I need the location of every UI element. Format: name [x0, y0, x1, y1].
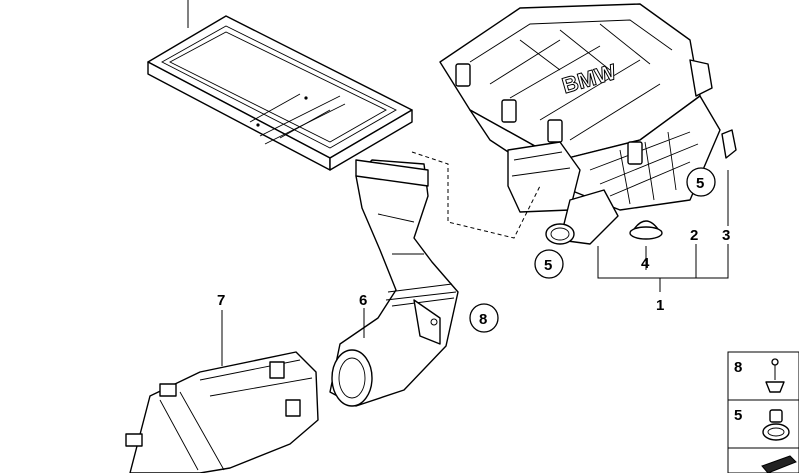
- legend-label-8: 8: [734, 359, 742, 376]
- callout-1: 1: [656, 297, 664, 314]
- callout-4: 4: [641, 255, 650, 272]
- callout-5-lower: 5: [544, 257, 552, 274]
- callout-labels: 1 2 3 4 6 7 5 5 8: [217, 167, 730, 333]
- callout-2: 2: [690, 227, 698, 244]
- push-rivet-icon: [765, 358, 785, 393]
- callout-3: 3: [722, 227, 730, 244]
- legend: 8 5: [727, 351, 799, 473]
- clip-part-3[interactable]: [721, 129, 737, 159]
- callout-8: 8: [479, 311, 487, 328]
- hose-clamp-icon: [762, 409, 790, 441]
- intake-snorkel-part-7[interactable]: [125, 351, 319, 473]
- grommet-part-4[interactable]: [629, 220, 663, 240]
- callout-6: 6: [359, 292, 367, 309]
- intake-duct-part-6[interactable]: [329, 159, 459, 407]
- gasket-icon: [761, 455, 797, 473]
- legend-label-5: 5: [734, 407, 742, 424]
- air-filter-element[interactable]: [147, 0, 413, 171]
- callout-5-upper: 5: [696, 175, 704, 192]
- callout-7: 7: [217, 292, 225, 309]
- connection-leader: [411, 151, 541, 239]
- air-filter-housing[interactable]: BMW: [439, 3, 721, 245]
- callout-leaders: [221, 170, 729, 366]
